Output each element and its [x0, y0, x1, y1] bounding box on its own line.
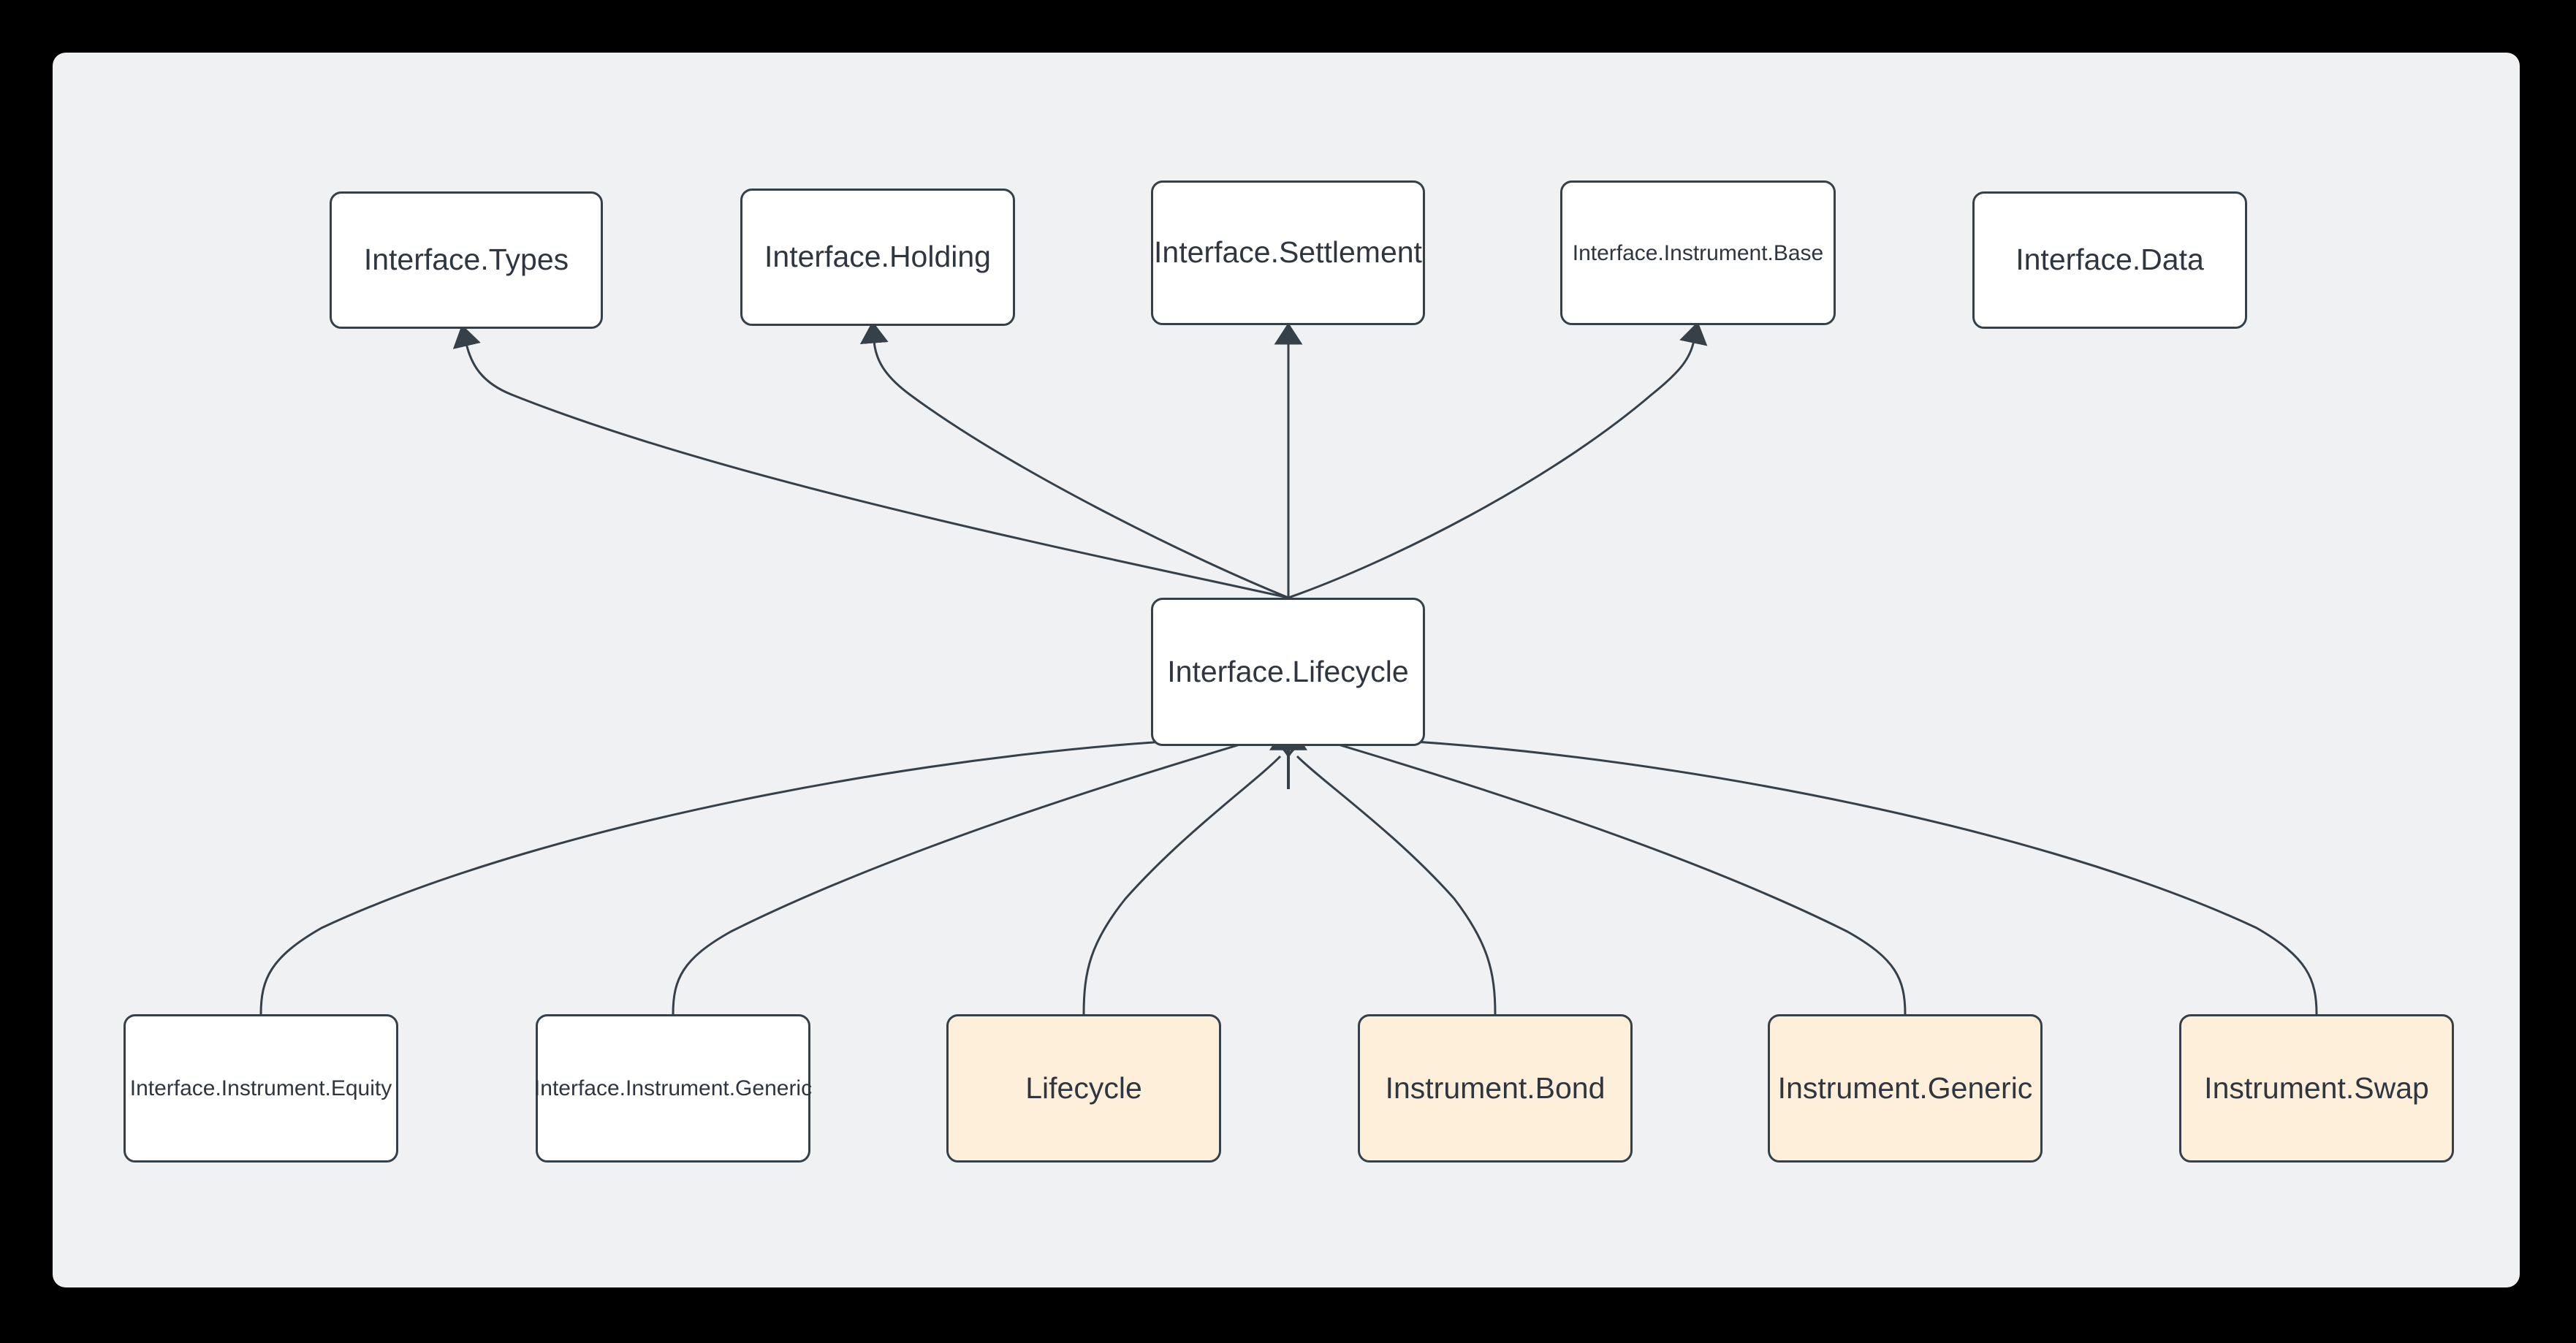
node-label: Interface.Instrument.Base [1572, 240, 1824, 265]
node-instrument-swap[interactable]: Instrument.Swap [2179, 1014, 2454, 1163]
node-label: Interface.Data [2015, 243, 2204, 277]
node-interface-instrument-base[interactable]: Interface.Instrument.Base [1560, 180, 1836, 325]
node-interface-types[interactable]: Interface.Types [330, 191, 603, 329]
node-label: Interface.Holding [764, 240, 991, 274]
node-label: Instrument.Bond [1385, 1070, 1606, 1105]
node-interface-instrument-equity[interactable]: Interface.Instrument.Equity [124, 1014, 398, 1163]
node-label: Interface.Instrument.Equity [129, 1076, 392, 1100]
node-interface-data[interactable]: Interface.Data [1972, 191, 2247, 329]
node-label: Interface.Instrument.Generic [533, 1076, 813, 1100]
node-interface-holding[interactable]: Interface.Holding [740, 189, 1015, 326]
node-instrument-generic[interactable]: Instrument.Generic [1768, 1014, 2043, 1163]
node-interface-settlement[interactable]: Interface.Settlement [1151, 180, 1425, 325]
node-label: Interface.Lifecycle [1167, 654, 1409, 688]
node-interface-instrument-generic[interactable]: Interface.Instrument.Generic [533, 1014, 813, 1163]
node-label: Instrument.Generic [1777, 1070, 2033, 1105]
node-lifecycle[interactable]: Lifecycle [946, 1014, 1221, 1163]
node-label: Lifecycle [1025, 1070, 1142, 1105]
node-label: Interface.Settlement [1154, 235, 1422, 270]
node-interface-lifecycle[interactable]: Interface.Lifecycle [1151, 598, 1425, 746]
node-label: Interface.Types [363, 243, 569, 277]
node-label: Instrument.Swap [2204, 1070, 2429, 1105]
node-instrument-bond[interactable]: Instrument.Bond [1358, 1014, 1633, 1163]
